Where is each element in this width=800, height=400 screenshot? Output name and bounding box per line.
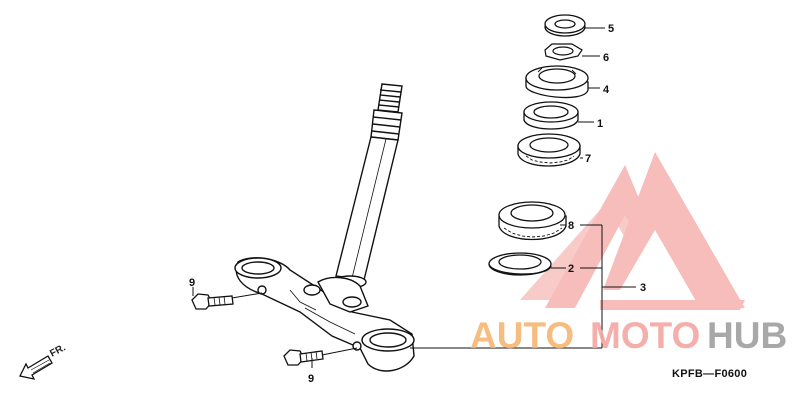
watermark-text: AUTO MOTO HUB <box>470 315 787 356</box>
callout-2: 2 <box>568 263 574 275</box>
callout-8: 8 <box>568 220 574 232</box>
callout-7: 7 <box>585 153 591 165</box>
part-dust-seal <box>523 101 579 130</box>
callouts: 5 6 4 1 7 8 2 3 9 9 <box>189 23 646 385</box>
front-direction-label: FR. <box>48 342 68 359</box>
part-locknut <box>544 14 586 37</box>
front-arrow-icon <box>19 355 53 380</box>
part-lockwasher <box>544 43 583 61</box>
callout-1: 1 <box>597 118 603 130</box>
part-adjusting-nut <box>525 65 589 99</box>
callout-4: 4 <box>603 84 610 96</box>
watermark-hub: HUB <box>707 315 787 356</box>
bolt-upper <box>191 293 234 310</box>
bolt-lower <box>283 349 324 366</box>
bottom-bridge <box>234 257 415 372</box>
diagram-code: KPFB—F0600 <box>672 368 747 380</box>
leader-lines <box>192 27 636 368</box>
part-upper-bearing <box>517 133 581 167</box>
steering-stem <box>333 83 403 289</box>
callout-3: 3 <box>640 282 646 294</box>
callout-5: 5 <box>608 23 614 35</box>
callout-6: 6 <box>603 52 609 64</box>
watermark-logo <box>520 152 745 310</box>
part-lower-race <box>488 252 552 276</box>
watermark-moto: MOTO <box>590 315 700 356</box>
part-lower-bearing <box>498 201 567 241</box>
watermark-auto: AUTO <box>470 315 574 356</box>
callout-9-upper: 9 <box>189 277 195 289</box>
callout-9-lower: 9 <box>308 373 314 385</box>
